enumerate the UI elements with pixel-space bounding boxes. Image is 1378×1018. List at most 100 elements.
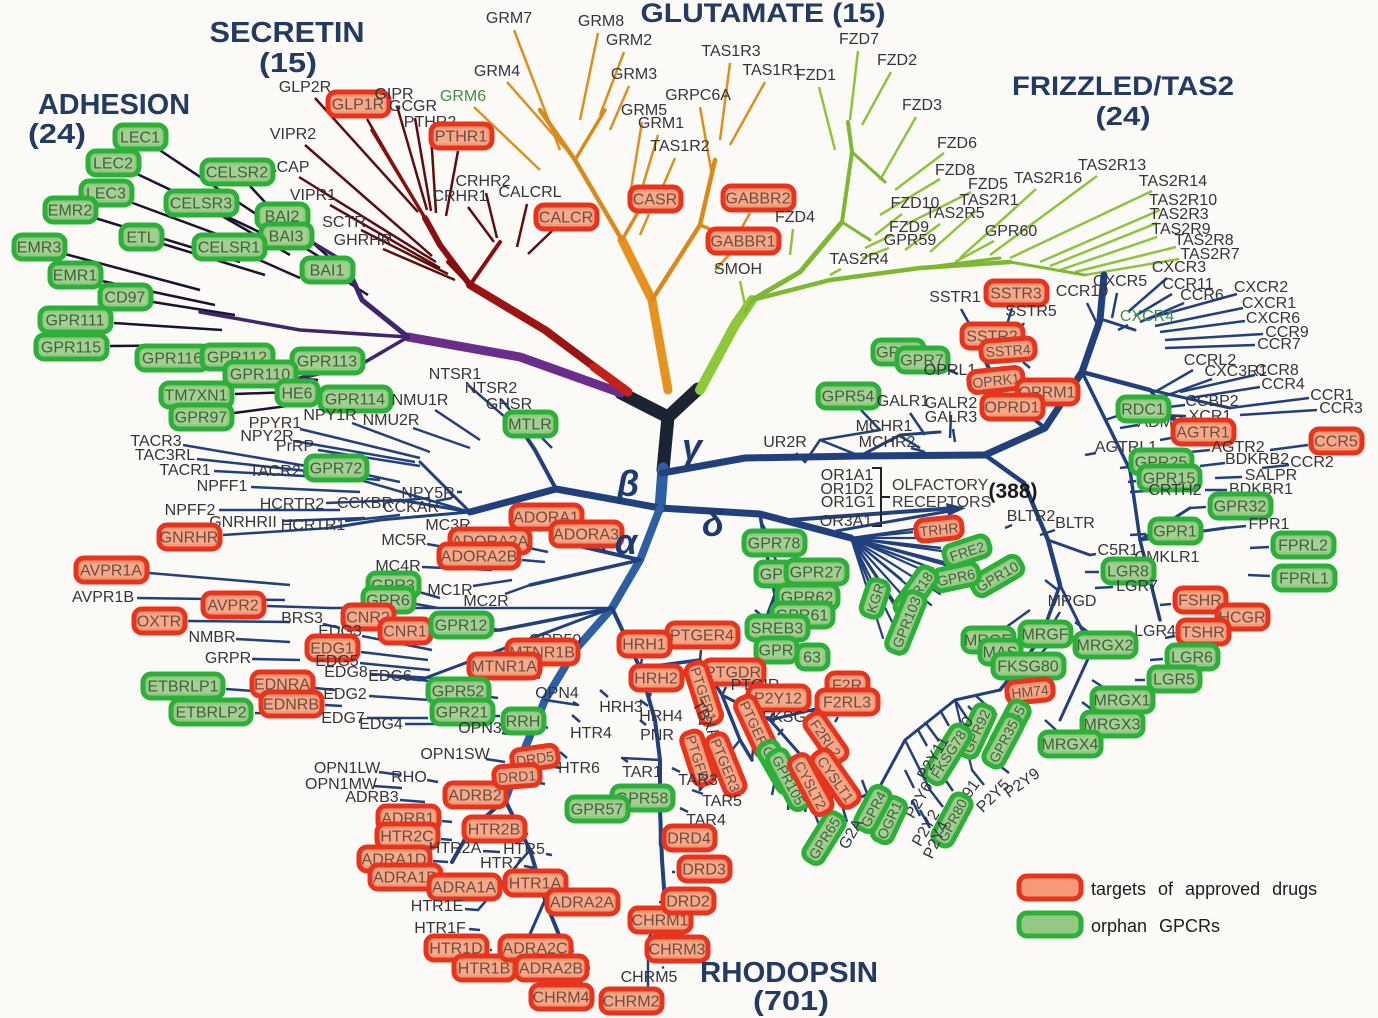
svg-text:NMBR: NMBR	[188, 629, 235, 646]
svg-text:ADORA3: ADORA3	[553, 527, 619, 544]
svg-text:DRD4: DRD4	[667, 831, 711, 848]
svg-text:HTR7: HTR7	[480, 855, 522, 872]
svg-text:GLP2R: GLP2R	[279, 79, 331, 96]
svg-text:MC2R: MC2R	[463, 593, 508, 610]
svg-text:CXCR6: CXCR6	[1246, 310, 1300, 327]
svg-text:CHRM1: CHRM1	[632, 913, 689, 930]
svg-text:TAR5: TAR5	[702, 793, 742, 810]
svg-text:TAR3: TAR3	[678, 772, 718, 789]
svg-text:EDG6: EDG6	[368, 668, 412, 685]
svg-text:FSHR: FSHR	[1178, 593, 1222, 610]
svg-text:PTGDR: PTGDR	[705, 665, 761, 682]
svg-text:ETBRLP1: ETBRLP1	[147, 679, 218, 696]
svg-text:GPR27: GPR27	[790, 565, 843, 582]
svg-text:HCRTR1: HCRTR1	[281, 517, 346, 534]
svg-text:AVPR1B: AVPR1B	[72, 589, 134, 606]
svg-text:GABBR1: GABBR1	[711, 234, 776, 251]
svg-text:LGR4: LGR4	[1134, 623, 1176, 640]
svg-text:RHODOPSIN: RHODOPSIN	[700, 957, 878, 989]
svg-text:GPR116: GPR116	[142, 351, 202, 368]
svg-text:CCR7: CCR7	[1257, 336, 1301, 353]
svg-text:TM7XN1: TM7XN1	[164, 388, 227, 405]
svg-text:FPRL2: FPRL2	[1278, 538, 1328, 555]
svg-text:CCR4: CCR4	[1261, 376, 1305, 393]
svg-text:OPN1SW: OPN1SW	[420, 746, 490, 763]
svg-text:MRGD: MRGD	[1048, 593, 1097, 610]
svg-text:GPR111: GPR111	[46, 313, 105, 330]
svg-text:CCR8: CCR8	[1255, 362, 1299, 379]
svg-text:HRH3: HRH3	[599, 699, 643, 716]
svg-text:SALPR: SALPR	[1245, 467, 1297, 484]
svg-text:ADHESION: ADHESION	[38, 89, 190, 121]
svg-text:OPRL1: OPRL1	[924, 362, 977, 379]
svg-text:PNR: PNR	[640, 727, 674, 744]
svg-text:CALCR: CALCR	[539, 210, 593, 227]
svg-text:AGTR2: AGTR2	[1211, 439, 1264, 456]
svg-text:HTR2A: HTR2A	[429, 840, 482, 857]
svg-text:LGR5: LGR5	[1153, 672, 1195, 689]
svg-text:CCR11: CCR11	[1162, 276, 1213, 293]
svg-text:BAI1: BAI1	[310, 263, 345, 280]
svg-text:LEC1: LEC1	[120, 130, 160, 147]
svg-text:CXCR1: CXCR1	[1242, 295, 1296, 312]
svg-text:SREB3: SREB3	[751, 621, 804, 638]
svg-text:PPYR1: PPYR1	[249, 415, 302, 432]
svg-text:GPR52: GPR52	[432, 684, 485, 701]
svg-text:α: α	[615, 521, 639, 562]
svg-text:GPR21: GPR21	[436, 705, 489, 722]
svg-text:GRM6: GRM6	[440, 88, 486, 105]
svg-text:TSHR: TSHR	[1181, 625, 1225, 642]
svg-text:HRH4: HRH4	[639, 708, 683, 725]
svg-text:CHRM3: CHRM3	[649, 942, 706, 959]
svg-text:FZD2: FZD2	[877, 52, 917, 69]
svg-text:NTSR1: NTSR1	[429, 366, 482, 383]
svg-text:GALR3: GALR3	[925, 409, 978, 426]
svg-text:TAS2R1: TAS2R1	[959, 192, 1018, 209]
svg-text:SMOH: SMOH	[714, 261, 762, 278]
svg-text:ADRA2C: ADRA2C	[503, 941, 568, 958]
svg-text:ADRA2B: ADRA2B	[519, 961, 583, 978]
svg-text:CELSR3: CELSR3	[170, 196, 232, 213]
svg-text:MTNR1A: MTNR1A	[471, 659, 537, 676]
svg-text:LGR8: LGR8	[1107, 564, 1149, 581]
svg-text:CALCRL: CALCRL	[498, 184, 561, 201]
svg-text:GNRHRII: GNRHRII	[209, 514, 277, 531]
svg-text:GPR12: GPR12	[435, 618, 488, 635]
svg-text:MCHR1: MCHR1	[856, 418, 913, 435]
svg-text:BLTR2: BLTR2	[1007, 508, 1056, 525]
svg-text:RRH: RRH	[506, 714, 541, 731]
svg-text:EDG5: EDG5	[315, 653, 359, 670]
svg-text:CHRM4: CHRM4	[533, 990, 590, 1007]
svg-text:CCR3: CCR3	[1319, 400, 1363, 417]
svg-text:OPRK1: OPRK1	[972, 370, 1021, 391]
svg-text:CXCR3: CXCR3	[1152, 259, 1206, 276]
svg-text:GPR1: GPR1	[1153, 524, 1197, 541]
svg-text:NPY1R: NPY1R	[303, 407, 356, 424]
svg-text:CCKAR: CCKAR	[383, 499, 439, 516]
svg-text:FZD6: FZD6	[937, 135, 977, 152]
svg-text:GALR2: GALR2	[925, 395, 978, 412]
svg-text:OPRD1: OPRD1	[984, 400, 1039, 417]
svg-text:δ: δ	[702, 503, 725, 544]
svg-text:OPN1LW: OPN1LW	[314, 760, 381, 777]
svg-text:(15): (15)	[259, 47, 317, 78]
svg-text:FZD4: FZD4	[775, 209, 815, 226]
svg-text:HRH1: HRH1	[622, 637, 666, 654]
svg-text:DRD2: DRD2	[666, 894, 710, 911]
svg-text:GPR59: GPR59	[884, 232, 937, 249]
svg-text:GPR114: GPR114	[325, 392, 385, 409]
svg-text:LGR7: LGR7	[1116, 578, 1158, 595]
svg-text:γ: γ	[682, 426, 704, 467]
svg-text:CELSR1: CELSR1	[198, 240, 260, 257]
svg-text:GALR1: GALR1	[877, 393, 930, 410]
svg-text:GHRHR: GHRHR	[334, 232, 393, 249]
svg-text:HTR1F: HTR1F	[414, 920, 466, 937]
svg-text:CHRM2: CHRM2	[603, 994, 660, 1011]
svg-text:targets of approved drugs: targets of approved drugs	[1091, 879, 1317, 899]
svg-text:CRHR2: CRHR2	[455, 173, 510, 190]
svg-text:EDG2: EDG2	[323, 686, 367, 703]
svg-text:EDG8: EDG8	[324, 664, 368, 681]
svg-text:GPR78: GPR78	[748, 536, 801, 553]
svg-text:ETL: ETL	[126, 230, 155, 247]
svg-text:DRD3: DRD3	[682, 862, 726, 879]
